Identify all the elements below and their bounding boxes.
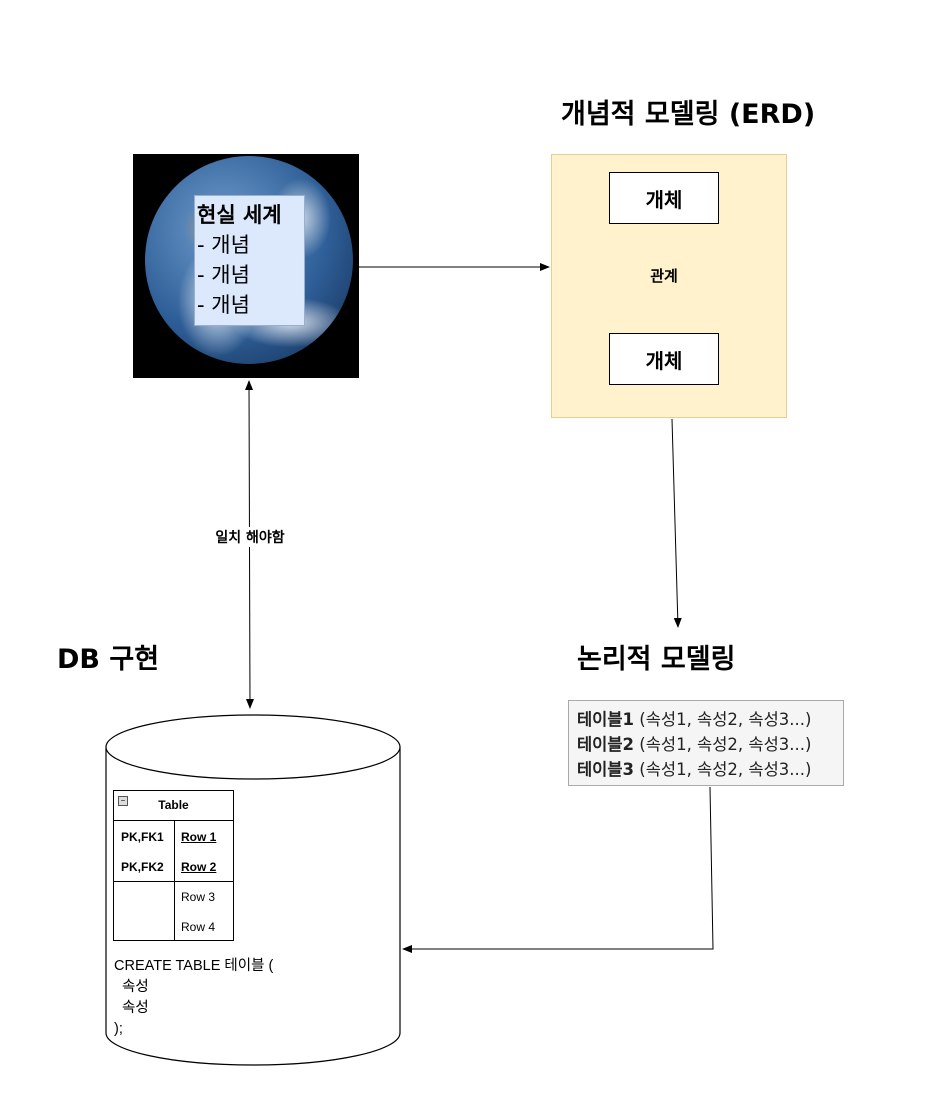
- db-table-column-divider: [174, 821, 175, 940]
- db-implementation-title: DB 구현: [57, 644, 160, 675]
- match-edge-label: 일치 해야함: [200, 527, 300, 547]
- db-table-header: − Table: [114, 791, 233, 821]
- earth-image: 현실 세계 - 개념 - 개념 - 개념: [133, 154, 359, 378]
- concept-item: - 개념: [197, 233, 250, 257]
- logical-table-list: 테이블1 (속성1, 속성2, 속성3...) 테이블2 (속성1, 속성2, …: [568, 700, 844, 786]
- logical-row: 테이블1 (속성1, 속성2, 속성3...): [577, 710, 812, 729]
- create-table-sql: CREATE TABLE 테이블 ( 속성 속성 );: [114, 958, 274, 1037]
- logical-modeling-title: 논리적 모델링: [577, 644, 736, 675]
- logical-row: 테이블3 (속성1, 속성2, 속성3...): [577, 760, 812, 779]
- db-table-shape: − Table PK,FK1 Row 1 PK,FK2 Row 2 Row 3 …: [113, 790, 234, 941]
- real-world-title: 현실 세계: [197, 203, 282, 227]
- db-table-section-divider: [114, 881, 233, 882]
- arrow-logical-to-db: [402, 786, 714, 953]
- logical-row: 테이블2 (속성1, 속성2, 속성3...): [577, 735, 812, 754]
- db-table-name: Table: [158, 798, 189, 812]
- collapse-icon[interactable]: −: [118, 796, 128, 806]
- arrow-erd-to-logical: [671, 418, 682, 628]
- entity-bottom: 개체: [609, 333, 719, 385]
- conceptual-modeling-title: 개념적 모델링 (ERD): [561, 99, 816, 130]
- concept-item: - 개념: [197, 263, 250, 287]
- entity-top: 개체: [609, 172, 719, 224]
- relation-label: 관계: [650, 266, 678, 285]
- real-world-label: 현실 세계 - 개념 - 개념 - 개념: [194, 195, 305, 326]
- concept-item: - 개념: [197, 293, 250, 317]
